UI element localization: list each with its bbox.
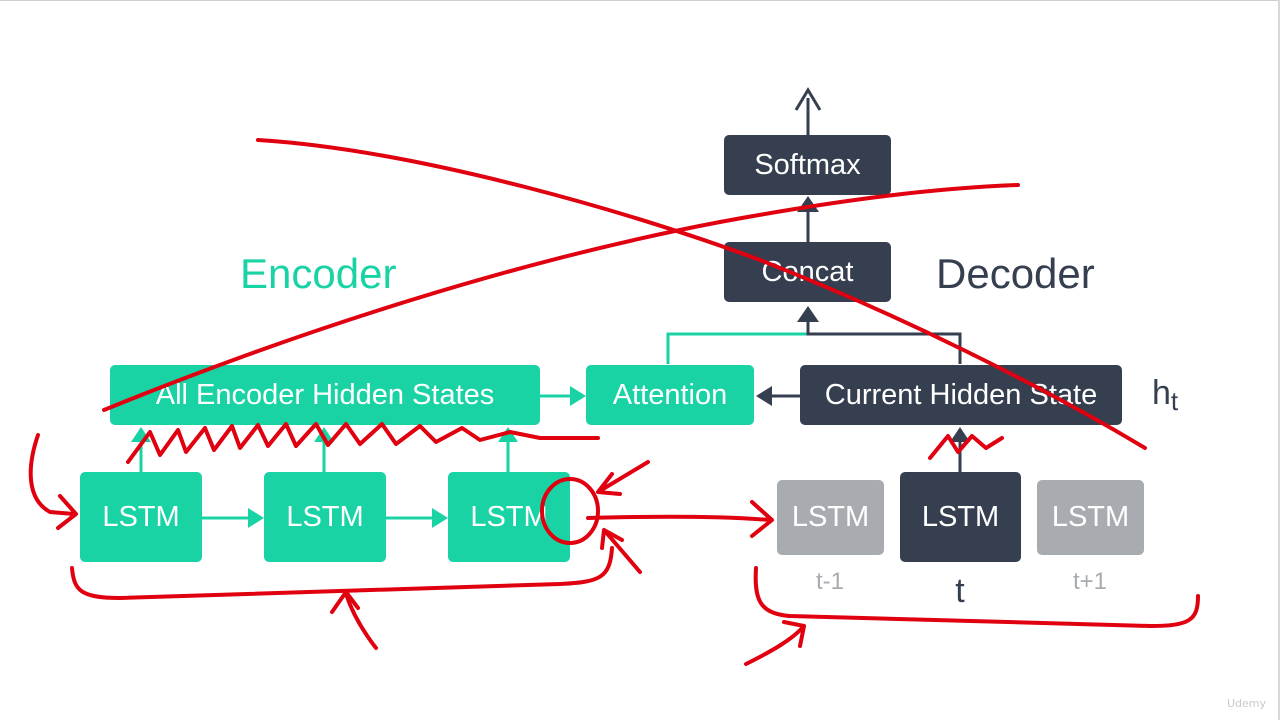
decoder-label: Decoder	[936, 250, 1095, 297]
annotation-decoder-brace	[753, 566, 1200, 628]
annotation-pointer-arrow-bottom	[600, 528, 642, 574]
annotation-decoder-brace-arrow	[744, 620, 806, 666]
annotation-circle-encoder-output	[540, 477, 600, 545]
decoder-lstm-next: LSTM	[1037, 480, 1144, 555]
annotation-cross-stroke-2	[102, 183, 1020, 412]
annotation-encoder-brace-arrow	[330, 590, 378, 650]
decoder-lstm-prev: LSTM	[777, 480, 884, 555]
annotation-zigzag-encoder	[126, 422, 600, 464]
ht-symbol: ht	[1152, 374, 1179, 416]
annotation-handoff-arrow	[586, 500, 774, 538]
encoder-label: Encoder	[240, 250, 397, 297]
annotation-zigzag-decoder	[928, 434, 1004, 460]
frame-top-border	[0, 0, 1280, 1]
step-label-prev: t-1	[815, 568, 844, 595]
frame-right-border	[1278, 0, 1280, 720]
ht-subscript: t	[1170, 386, 1179, 416]
encoder-lstm-1: LSTM	[80, 472, 202, 562]
ht-main-letter: h	[1152, 374, 1171, 412]
current-hidden-state-box: Current Hidden State	[800, 365, 1122, 425]
annotation-pointer-arrow-top	[596, 460, 650, 496]
attention-box: Attention	[586, 365, 754, 425]
annotation-encoder-brace	[70, 546, 614, 600]
annotation-cross-stroke-1	[256, 138, 1147, 450]
all-encoder-hidden-states-box: All Encoder Hidden States	[110, 365, 540, 425]
output-arrow	[794, 87, 822, 135]
softmax-box: Softmax	[724, 135, 891, 195]
concat-input-arrowhead	[797, 306, 819, 322]
encoder-lstm-2: LSTM	[264, 472, 386, 562]
step-label-current: t	[955, 572, 965, 610]
watermark: Udemy	[1226, 697, 1266, 710]
decoder-lstm-current: LSTM	[900, 472, 1021, 562]
annotation-left-hook-arrow	[28, 433, 78, 530]
hidden-state-to-attention-arrowhead	[756, 386, 772, 406]
concat-box: Concat	[724, 242, 891, 302]
encoder-states-to-attention-arrowhead	[570, 386, 586, 406]
encoder-lstm-3: LSTM	[448, 472, 570, 562]
attention-to-concat-line	[666, 332, 808, 364]
step-label-next: t+1	[1072, 568, 1108, 595]
